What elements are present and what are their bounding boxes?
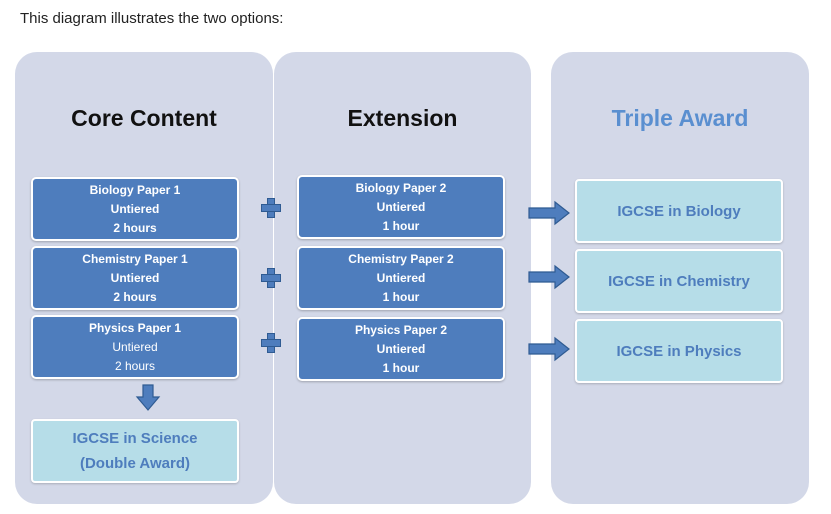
box-duration: 1 hour	[382, 289, 420, 304]
igcse-science-double-award: IGCSE in Science (Double Award)	[31, 419, 239, 483]
biology-paper-2-box: Biology Paper 2 Untiered 1 hour	[297, 175, 505, 239]
box-title: Chemistry Paper 2	[348, 252, 454, 267]
result-label: IGCSE in Biology	[617, 202, 741, 220]
box-duration: 1 hour	[382, 360, 420, 375]
biology-paper-1-box: Biology Paper 1 Untiered 2 hours	[31, 177, 239, 241]
box-tier: Untiered	[376, 270, 426, 285]
box-tier: Untiered	[110, 270, 160, 285]
chemistry-paper-2-box: Chemistry Paper 2 Untiered 1 hour	[297, 246, 505, 310]
physics-paper-2-box: Physics Paper 2 Untiered 1 hour	[297, 317, 505, 381]
box-title: Biology Paper 1	[89, 183, 181, 198]
arrow-right-icon	[528, 336, 570, 362]
igcse-biology-result: IGCSE in Biology	[575, 179, 783, 243]
box-tier: Untiered	[376, 199, 426, 214]
plus-icon	[261, 333, 281, 353]
box-duration: 2 hours	[114, 358, 156, 373]
double-award-line1: IGCSE in Science	[72, 429, 198, 447]
box-tier: Untiered	[110, 201, 160, 216]
igcse-physics-result: IGCSE in Physics	[575, 319, 783, 383]
double-award-line2: (Double Award)	[79, 455, 190, 472]
igcse-chemistry-result: IGCSE in Chemistry	[575, 249, 783, 313]
intro-text: This diagram illustrates the two options…	[20, 10, 284, 27]
box-duration: 1 hour	[382, 218, 420, 233]
box-duration: 2 hours	[113, 220, 157, 235]
physics-paper-1-box: Physics Paper 1 Untiered 2 hours	[31, 315, 239, 379]
box-title: Chemistry Paper 1	[82, 252, 188, 267]
extension-title: Extension	[347, 105, 458, 131]
box-title: Biology Paper 2	[355, 181, 447, 196]
arrow-right-icon	[528, 264, 570, 290]
chemistry-paper-1-box: Chemistry Paper 1 Untiered 2 hours	[31, 246, 239, 310]
arrow-down-icon	[135, 384, 161, 411]
triple-award-title: Triple Award	[611, 105, 749, 131]
box-title: Physics Paper 2	[354, 323, 448, 338]
box-tier: Untiered	[376, 341, 426, 356]
box-tier: Untiered	[112, 339, 158, 354]
result-label: IGCSE in Physics	[616, 342, 742, 360]
box-title: Physics Paper 1	[88, 321, 182, 336]
plus-icon	[261, 198, 281, 218]
arrow-right-icon	[528, 200, 570, 226]
plus-icon	[261, 268, 281, 288]
box-duration: 2 hours	[113, 289, 157, 304]
result-label: IGCSE in Chemistry	[608, 272, 750, 290]
core-content-title: Core Content	[71, 105, 217, 131]
